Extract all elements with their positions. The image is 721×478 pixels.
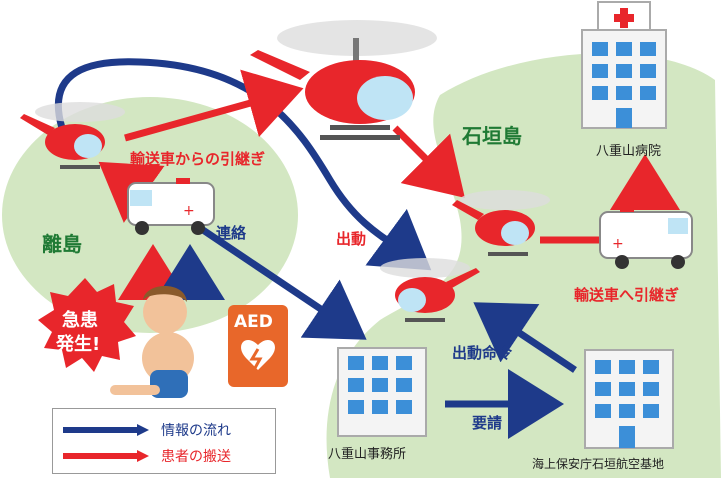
label-dispatch: 出動: [336, 230, 367, 248]
helicopter-ishigaki-icon: [452, 190, 550, 256]
helicopter-remote-icon: [20, 102, 125, 169]
label-coast-guard-base: 海上保安庁石垣航空基地: [532, 457, 665, 471]
aed-box: [228, 305, 288, 387]
helicopter-dispatch-icon: [380, 258, 480, 322]
transport-arrow-big-to-ishigaki-heli: [392, 125, 465, 198]
info-arrow-contact: [198, 225, 367, 340]
label-handoff-from-ambulance: 輸送車からの引継ぎ: [130, 150, 266, 168]
hospital-building-icon: [581, 1, 667, 129]
label-office: 八重山事務所: [328, 447, 407, 462]
patient-child-icon: [110, 286, 194, 398]
legend-row-info: 情報の流れ: [61, 419, 231, 441]
emergency-text-line1: 急患: [62, 310, 98, 331]
office-building-icon: [337, 347, 427, 437]
legend-transport-label: 患者の搬送: [161, 449, 231, 465]
label-contact: 連絡: [216, 224, 247, 242]
coast-guard-building-icon: [584, 349, 674, 449]
emergency-text-line2: 発生!: [56, 334, 101, 355]
label-request: 要請: [472, 414, 503, 432]
label-ishigaki-island: 石垣島: [462, 124, 522, 148]
emergency-starburst-icon: [38, 278, 136, 372]
svg-text:+: +: [612, 236, 624, 252]
info-arrow-dispatch-order: [473, 302, 577, 373]
aed-label: AED: [234, 312, 273, 332]
label-remote-island: 離島: [42, 232, 82, 256]
ambulance-remote-icon: +: [127, 178, 215, 235]
helicopter-large-icon: [250, 20, 437, 140]
label-handoff-to-ambulance: 輸送車へ引継ぎ: [574, 286, 680, 304]
legend-row-transport: 患者の搬送: [61, 445, 231, 467]
label-hospital: 八重山病院: [596, 144, 662, 159]
legend-transport-arrow-icon: [63, 450, 149, 462]
legend: 情報の流れ 患者の搬送: [52, 408, 276, 474]
svg-text:+: +: [183, 203, 195, 219]
label-dispatch-order: 出動命令: [452, 344, 513, 362]
legend-info-arrow-icon: [63, 424, 149, 436]
legend-info-label: 情報の流れ: [161, 423, 231, 439]
ambulance-ishigaki-icon: +: [599, 206, 693, 269]
transport-arrow-to-big-heli: [124, 69, 304, 142]
